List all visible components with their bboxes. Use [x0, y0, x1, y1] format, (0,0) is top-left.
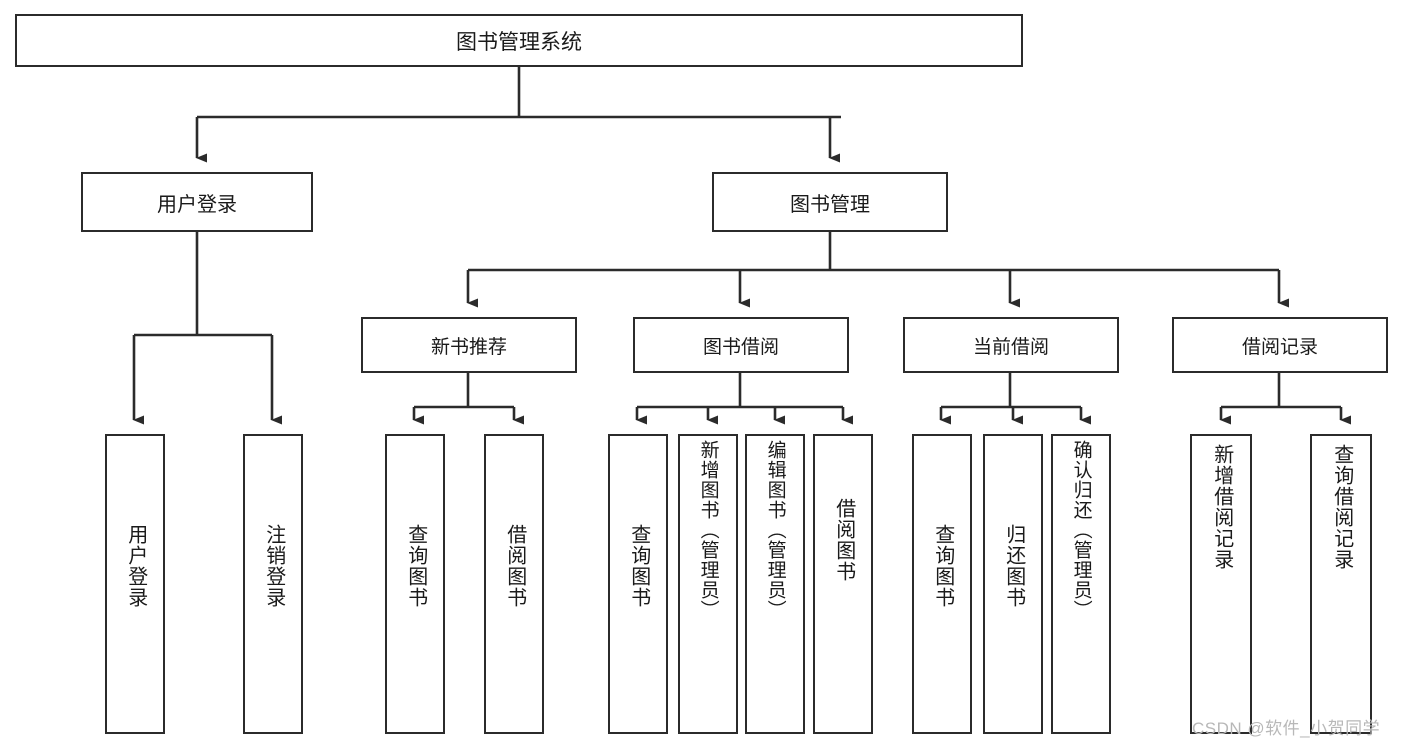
node-leaf-add-borrow-record[interactable]: 新增借阅记录: [1190, 434, 1252, 734]
node-leaf-user-login-label: 用户登录: [124, 524, 147, 608]
watermark: CSDN @软件_小贺同学: [1192, 714, 1380, 739]
node-leaf-query-book-2[interactable]: 查询图书: [608, 434, 668, 734]
node-leaf-borrow-book-2-label: 借阅图书: [832, 498, 855, 582]
node-new-book-recommend-label: 新书推荐: [430, 336, 507, 358]
node-user-login[interactable]: 用户登录: [81, 172, 313, 232]
node-leaf-edit-book-admin[interactable]: 编辑图书（管理员）: [745, 434, 805, 734]
node-leaf-borrow-book-2[interactable]: 借阅图书: [813, 434, 873, 734]
node-leaf-user-logout[interactable]: 注销登录: [243, 434, 303, 734]
node-leaf-user-login[interactable]: 用户登录: [105, 434, 165, 734]
node-leaf-add-book-admin[interactable]: 新增图书（管理员）: [678, 434, 738, 734]
node-leaf-return-book-label: 归还图书: [1002, 524, 1025, 608]
node-leaf-user-logout-label: 注销登录: [262, 524, 285, 608]
node-root-label: 图书管理系统: [456, 30, 582, 54]
node-leaf-add-borrow-record-label: 新增借阅记录: [1210, 444, 1233, 570]
node-leaf-add-book-admin-label: 新增图书（管理员）: [697, 440, 719, 620]
node-leaf-edit-book-admin-label: 编辑图书（管理员）: [764, 440, 786, 620]
node-leaf-query-book-1[interactable]: 查询图书: [385, 434, 445, 734]
node-borrow-record-label: 借阅记录: [1241, 336, 1318, 358]
node-leaf-query-book-3[interactable]: 查询图书: [912, 434, 972, 734]
node-leaf-borrow-book-1-label: 借阅图书: [503, 524, 526, 608]
node-new-book-recommend[interactable]: 新书推荐: [361, 317, 577, 373]
node-borrow-record[interactable]: 借阅记录: [1172, 317, 1388, 373]
node-user-login-label: 用户登录: [157, 193, 237, 216]
node-leaf-confirm-return-admin[interactable]: 确认归还（管理员）: [1051, 434, 1111, 734]
node-root[interactable]: 图书管理系统: [15, 14, 1023, 67]
node-book-borrow[interactable]: 图书借阅: [633, 317, 849, 373]
node-book-manage[interactable]: 图书管理: [712, 172, 948, 232]
node-leaf-query-book-3-label: 查询图书: [931, 524, 954, 608]
node-leaf-confirm-return-admin-label: 确认归还（管理员）: [1070, 440, 1092, 620]
node-leaf-borrow-book-1[interactable]: 借阅图书: [484, 434, 544, 734]
node-leaf-query-book-1-label: 查询图书: [404, 524, 427, 608]
node-current-borrow-label: 当前借阅: [972, 336, 1049, 358]
node-book-borrow-label: 图书借阅: [702, 336, 779, 358]
node-leaf-query-borrow-record-label: 查询借阅记录: [1330, 444, 1353, 570]
node-leaf-query-book-2-label: 查询图书: [627, 524, 650, 608]
watermark-text: CSDN @软件_小贺同学: [1192, 719, 1381, 738]
node-book-manage-label: 图书管理: [790, 193, 870, 216]
node-current-borrow[interactable]: 当前借阅: [903, 317, 1119, 373]
node-leaf-query-borrow-record[interactable]: 查询借阅记录: [1310, 434, 1372, 734]
node-leaf-return-book[interactable]: 归还图书: [983, 434, 1043, 734]
